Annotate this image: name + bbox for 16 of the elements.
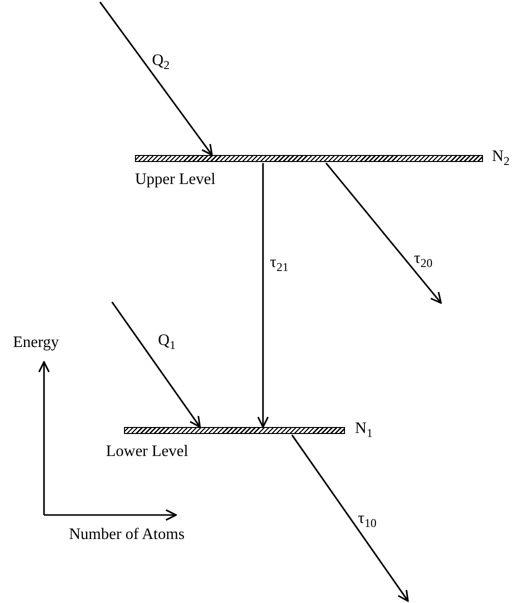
arrow [111,302,201,428]
edge-label: τ$_{10}$ [358,510,376,528]
arrow [325,162,442,304]
population-label: N$_{1}$ [355,420,373,438]
population-label: N$_{2}$ [492,148,510,166]
axis-label: Energy [13,334,59,352]
axis-label: Number of Atoms [69,526,185,544]
level-label: Lower Level [106,443,188,461]
arrow [291,434,409,602]
edge-label: τ$_{20}$ [414,250,432,268]
arrow [257,163,269,428]
arrow [99,2,213,156]
edge-label: Q$_{1}$ [158,332,176,350]
edge-label: τ$_{21}$ [270,254,288,272]
edge-label: Q$_{2}$ [152,52,170,70]
level-label: Upper Level [135,171,216,189]
